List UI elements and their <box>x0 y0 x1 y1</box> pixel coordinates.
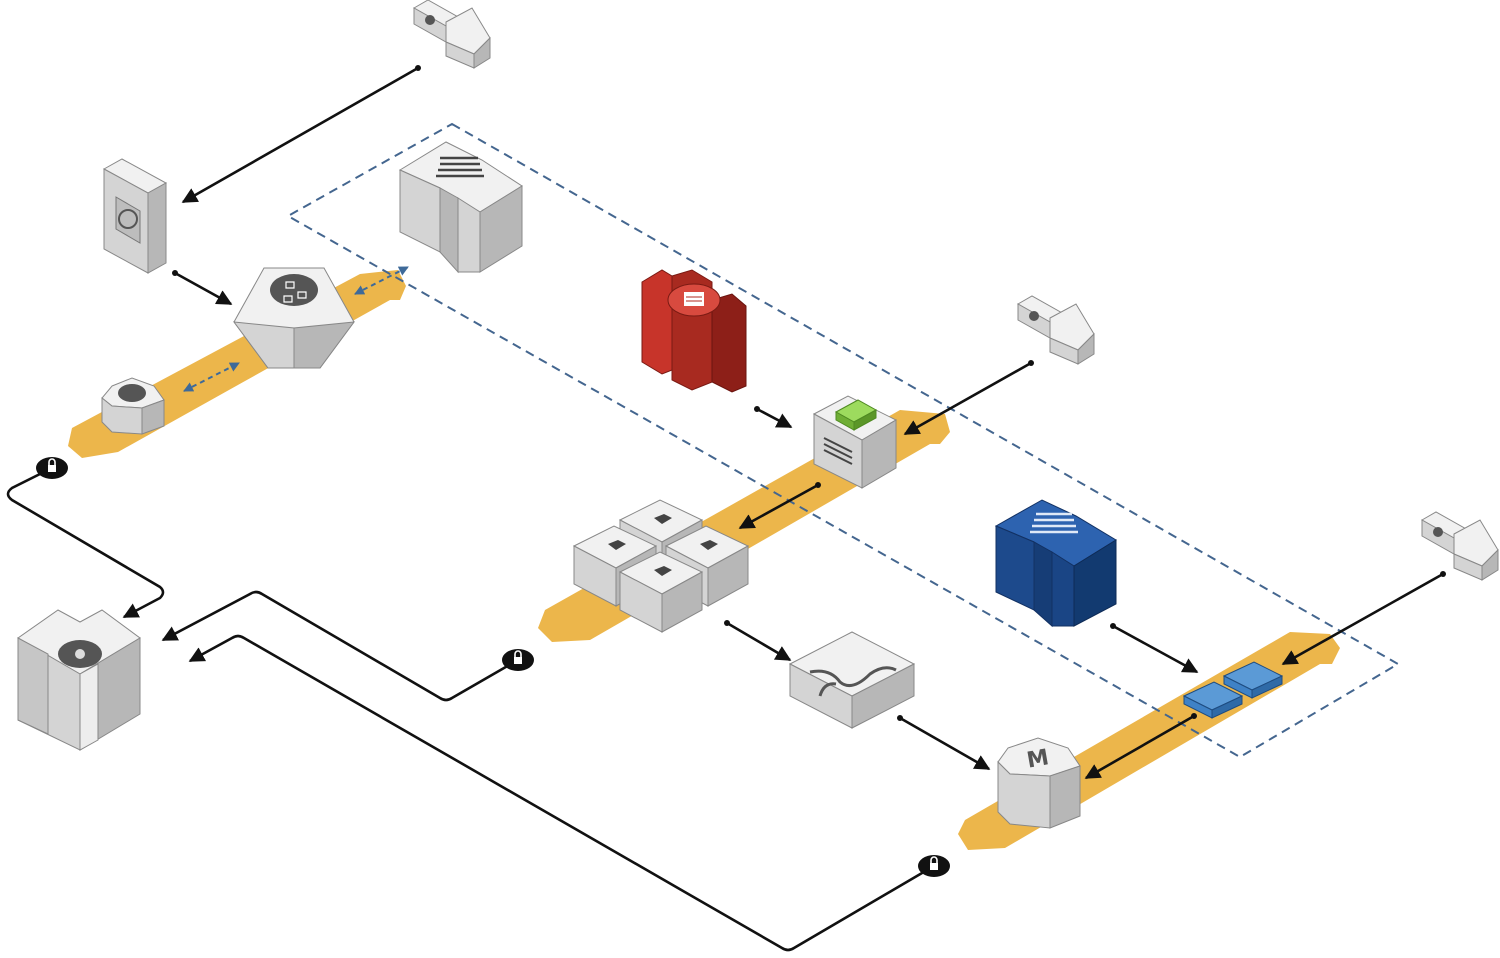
server-cluster-icon[interactable] <box>572 499 750 633</box>
corporate-datacenter-icon[interactable] <box>17 609 141 751</box>
storage-icon[interactable] <box>788 631 916 729</box>
database-cluster-icon[interactable] <box>641 269 747 393</box>
router-icon[interactable] <box>232 267 356 369</box>
lock-icon <box>918 855 950 877</box>
connectors <box>6 65 1446 952</box>
data-center-icon[interactable] <box>398 141 523 274</box>
data-center-icon[interactable] <box>994 499 1117 628</box>
lock-icon <box>502 649 534 671</box>
cloud-client-icon[interactable] <box>1016 295 1095 365</box>
cloud-client-icon[interactable] <box>1420 511 1499 581</box>
volume-icon[interactable] <box>1182 661 1284 719</box>
lock-icon <box>36 457 68 479</box>
dns-server-icon[interactable] <box>102 158 168 274</box>
gateway-icon[interactable] <box>101 377 165 435</box>
metrics-server-icon[interactable]: M <box>997 737 1081 829</box>
vpc-boundary <box>285 122 1400 759</box>
app-server-icon[interactable] <box>812 395 898 489</box>
svg-text:M: M <box>1025 745 1051 773</box>
cloud-client-icon[interactable] <box>412 0 491 69</box>
